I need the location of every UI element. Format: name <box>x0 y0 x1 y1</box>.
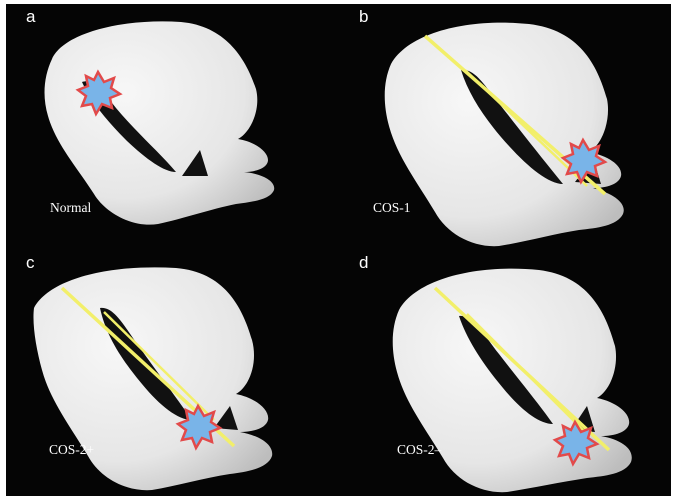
panel-a: a Normal <box>6 4 338 250</box>
panel-caption-d: COS-2– <box>397 442 441 458</box>
panel-caption-b: COS-1 <box>373 200 411 216</box>
organ-body <box>45 21 275 224</box>
panel-c: c COS-2+ <box>6 250 338 496</box>
panel-letter-c: c <box>26 253 35 273</box>
panel-letter-d: d <box>359 253 368 273</box>
panel-letter-b: b <box>359 7 368 27</box>
panel-caption-a: Normal <box>50 200 91 216</box>
panel-letter-a: a <box>26 7 35 27</box>
panel-d: d COS-2– <box>339 250 671 496</box>
uterus-illustration-c <box>6 250 338 496</box>
panel-caption-c: COS-2+ <box>49 442 94 458</box>
panel-b: b COS-1 <box>339 4 671 250</box>
uterus-illustration-d <box>339 250 671 496</box>
figure-grid: a Normal b COS-1 <box>6 4 671 496</box>
